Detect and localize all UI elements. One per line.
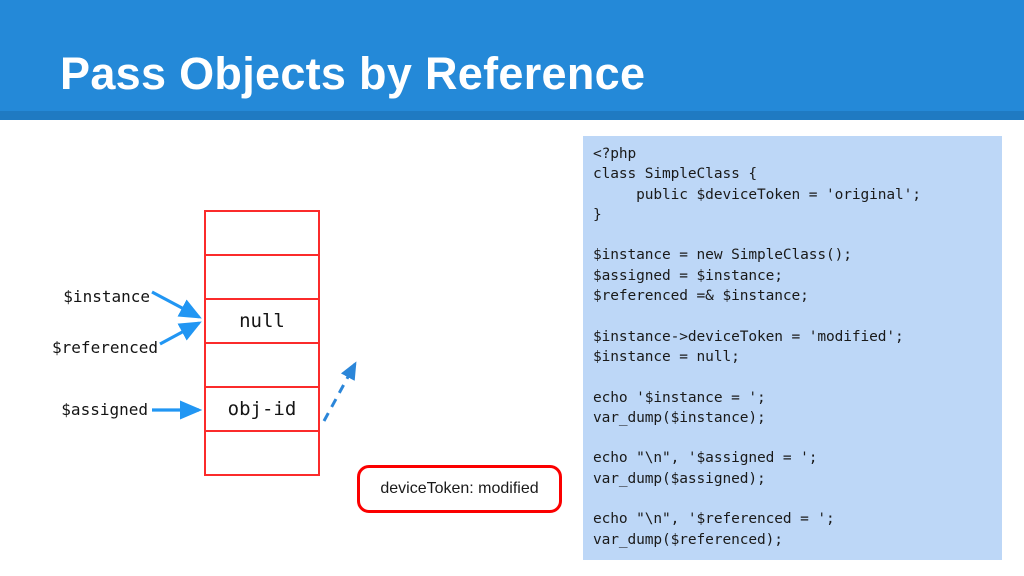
- page-title: Pass Objects by Reference: [60, 48, 646, 99]
- object-callout-box: deviceToken: modified: [357, 465, 562, 513]
- slide-body: $instance $referenced $assigned null obj…: [0, 120, 1024, 576]
- memory-cell: [206, 344, 318, 388]
- code-panel: <?php class SimpleClass { public $device…: [583, 136, 1002, 560]
- memory-cell: [206, 212, 318, 256]
- dashed-link-objid-to-object: [322, 361, 357, 422]
- memory-cell-null: null: [206, 300, 318, 344]
- memory-cell: [206, 432, 318, 474]
- arrow-referenced: [159, 321, 202, 346]
- variable-label-assigned: $assigned: [61, 400, 148, 419]
- variable-label-referenced: $referenced: [52, 338, 158, 357]
- slide-header: Pass Objects by Reference: [0, 0, 1024, 120]
- arrow-instance: [151, 290, 202, 319]
- variable-label-instance: $instance: [63, 287, 150, 306]
- memory-cell-obj-id: obj-id: [206, 388, 318, 432]
- memory-table: null obj-id: [204, 210, 320, 476]
- memory-cell: [206, 256, 318, 300]
- memory-diagram: $instance $referenced $assigned null obj…: [0, 120, 583, 576]
- diagram-connectors: [151, 290, 357, 422]
- header-underline: [0, 111, 1024, 120]
- php-code-listing: <?php class SimpleClass { public $device…: [593, 146, 921, 548]
- object-callout-text: deviceToken: modified: [380, 480, 539, 497]
